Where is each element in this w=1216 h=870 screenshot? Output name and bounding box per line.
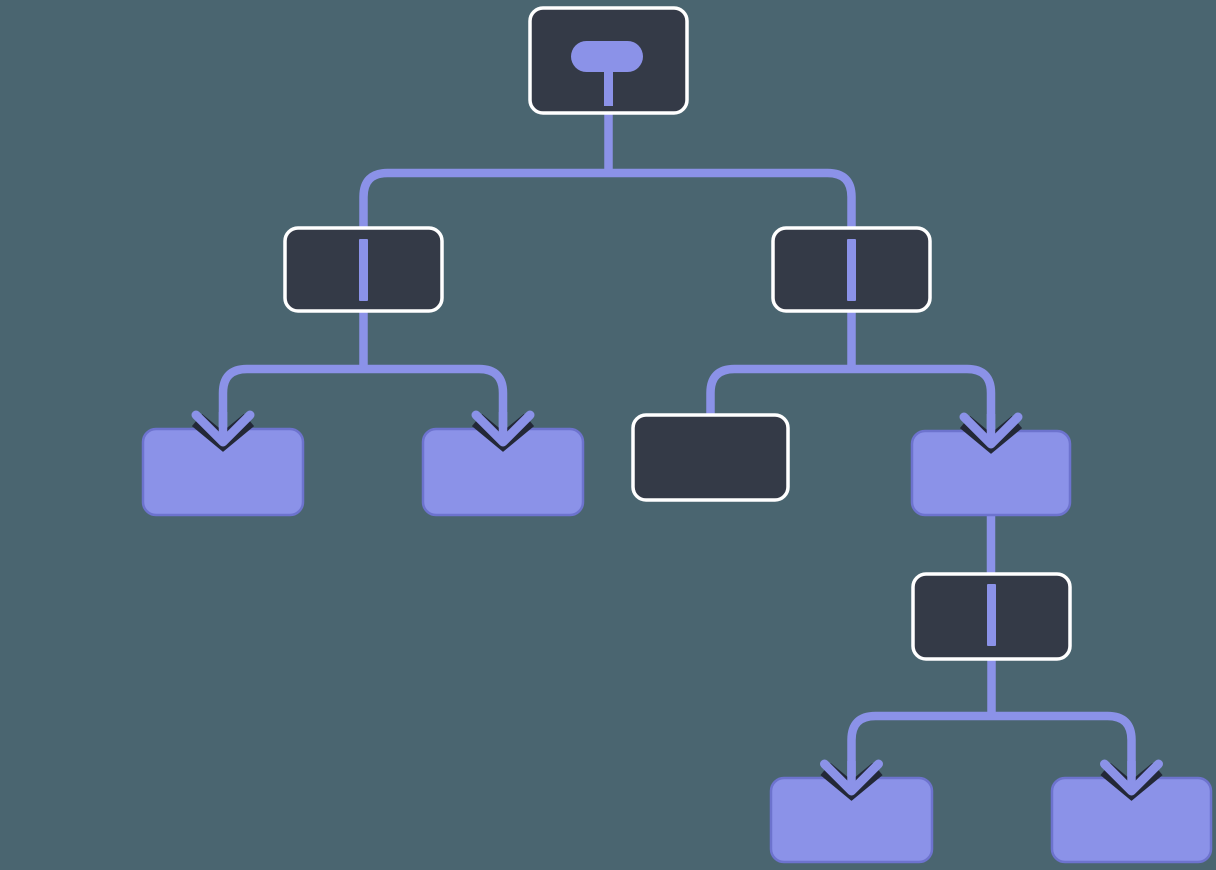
root-pill-icon xyxy=(571,41,643,72)
edge-rail-right xyxy=(706,364,996,447)
arrow-leaf-left-2-down-icon xyxy=(471,410,535,452)
chevron-down-icon xyxy=(191,410,255,447)
node-inner-shapes xyxy=(359,41,996,646)
arrow-leaf-bottom-1-down-icon xyxy=(820,759,883,801)
root-stem xyxy=(604,60,613,106)
edge-rail-left xyxy=(218,364,508,446)
diagram-nodes xyxy=(141,6,1213,864)
chevron-down-icon xyxy=(1100,759,1163,796)
edge-rail-top xyxy=(359,168,856,230)
branch-right-bar xyxy=(847,239,856,301)
chevron-down-icon xyxy=(471,410,535,447)
branch-left-bar xyxy=(359,239,368,301)
chevron-down-icon xyxy=(820,759,883,796)
arrow-leaf-right-down-icon xyxy=(959,412,1023,454)
arrow-leaf-bottom-2-down-icon xyxy=(1100,759,1163,801)
connector-edges xyxy=(218,112,1136,795)
edge-rail-bottom xyxy=(847,711,1136,795)
arrow-leaf-left-1-down-icon xyxy=(191,410,255,452)
arrowheads xyxy=(191,410,1163,801)
chevron-down-icon xyxy=(959,412,1023,449)
branch-bottom-bar xyxy=(987,584,996,646)
node-node-plain[interactable] xyxy=(631,413,790,502)
